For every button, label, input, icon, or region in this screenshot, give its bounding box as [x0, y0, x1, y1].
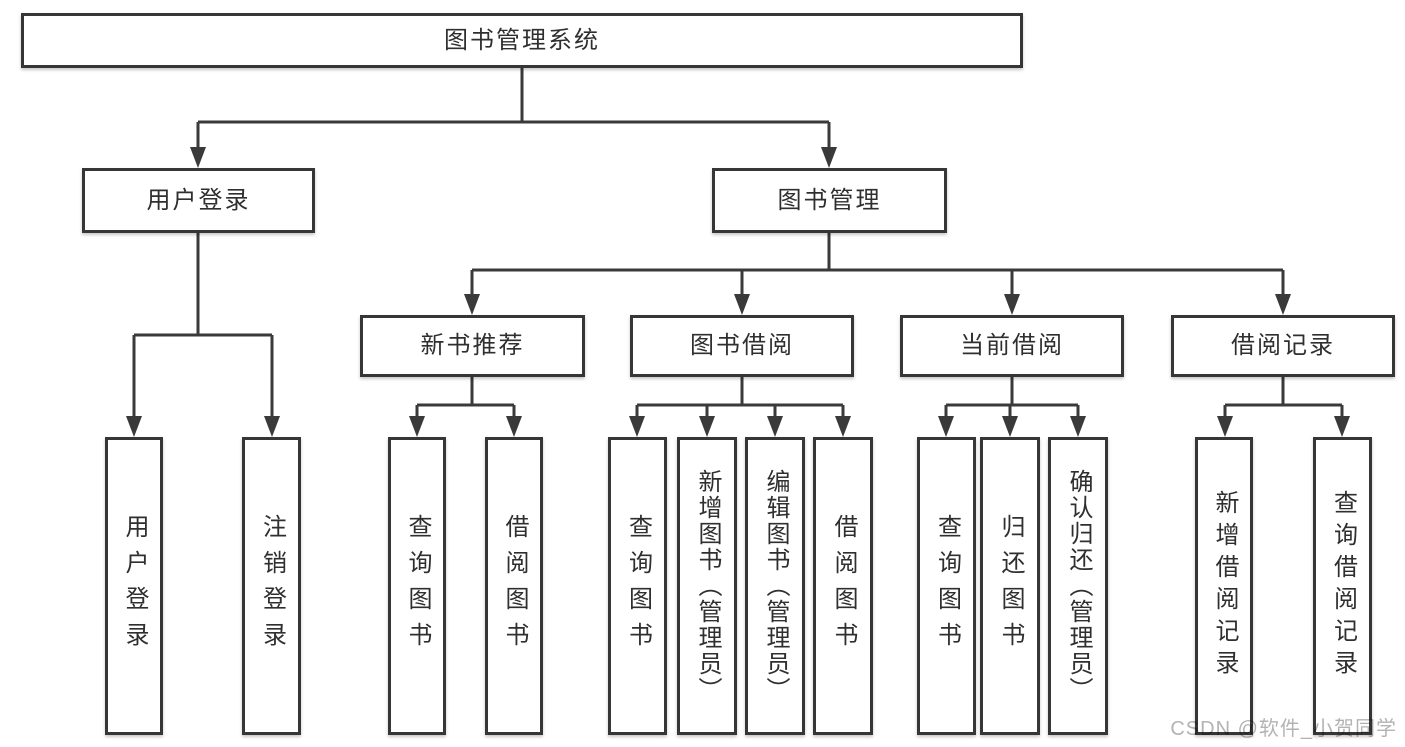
leaf-query-books-borrowing-label: 查询图书 [624, 514, 652, 658]
node-borrowing-records: 借阅记录 [1171, 315, 1395, 377]
leaf-add-book-admin-label: 新增图书（管理员） [694, 469, 721, 703]
leaf-borrow-books-recommend: 借阅图书 [485, 437, 543, 735]
node-book-management: 图书管理 [712, 168, 947, 233]
leaf-query-books-borrowing: 查询图书 [608, 437, 667, 735]
node-book-management-label: 图书管理 [777, 186, 882, 214]
leaf-query-books-recommend: 查询图书 [388, 437, 446, 735]
node-user-login-label: 用户登录 [146, 186, 251, 214]
node-new-book-recommendation: 新书推荐 [360, 315, 585, 377]
node-new-book-recommendation-label: 新书推荐 [420, 332, 525, 359]
leaf-user-login: 用户登录 [105, 437, 163, 735]
leaf-query-books-recommend-label: 查询图书 [404, 514, 431, 658]
leaf-edit-book-admin-label: 编辑图书（管理员） [762, 469, 789, 703]
leaf-return-books: 归还图书 [980, 437, 1040, 735]
leaf-add-borrow-record: 新增借阅记录 [1195, 437, 1253, 735]
connector-shafts [132, 68, 1344, 416]
leaf-confirm-return-admin: 确认归还（管理员） [1048, 437, 1108, 735]
leaf-add-book-admin: 新增图书（管理员） [677, 437, 737, 735]
leaf-borrow-books-borrowing: 借阅图书 [813, 437, 873, 735]
watermark-text: CSDN @软件_小贺同学 [1170, 718, 1397, 740]
leaf-borrow-books-borrowing-label: 借阅图书 [830, 514, 857, 658]
leaf-logout-label: 注销登录 [258, 514, 286, 658]
leaf-logout: 注销登录 [242, 437, 301, 735]
leaf-add-borrow-record-label: 新增借阅记录 [1211, 490, 1238, 682]
leaf-return-books-label: 归还图书 [997, 514, 1024, 658]
node-book-borrowing: 图书借阅 [630, 315, 854, 377]
leaf-query-borrow-record: 查询借阅记录 [1313, 437, 1372, 735]
node-borrowing-records-label: 借阅记录 [1231, 332, 1335, 359]
leaf-query-books-current: 查询图书 [917, 437, 976, 735]
leaf-query-borrow-record-label: 查询借阅记录 [1329, 490, 1357, 682]
node-current-borrowing: 当前借阅 [900, 315, 1124, 377]
node-book-borrowing-label: 图书借阅 [690, 332, 794, 359]
leaf-borrow-books-recommend-label: 借阅图书 [501, 514, 528, 658]
leaf-edit-book-admin: 编辑图书（管理员） [745, 437, 805, 735]
leaf-confirm-return-admin-label: 确认归还（管理员） [1065, 469, 1092, 703]
leaf-user-login-label: 用户登录 [121, 514, 148, 658]
node-user-login: 用户登录 [82, 168, 315, 233]
node-current-borrowing-label: 当前借阅 [960, 332, 1064, 359]
leaf-query-books-current-label: 查询图书 [933, 514, 961, 658]
node-root-label: 图书管理系统 [444, 26, 600, 54]
node-root: 图书管理系统 [21, 13, 1023, 68]
